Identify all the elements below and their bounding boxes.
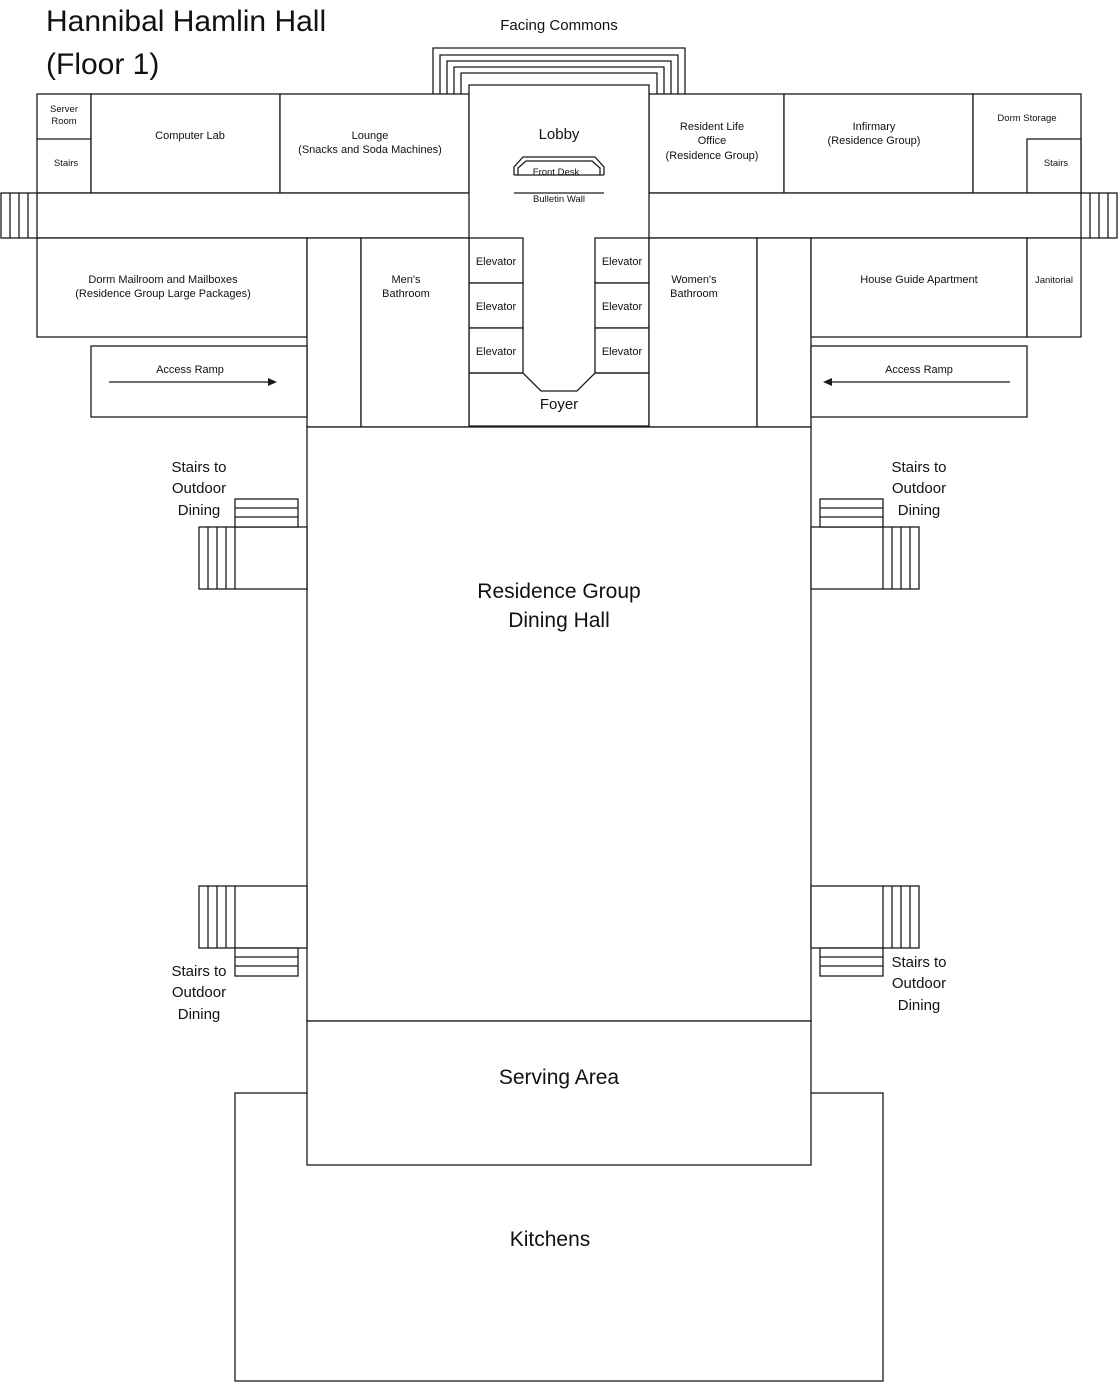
outdoor-stairs-top-left-label-2: Outdoor <box>172 480 226 497</box>
outdoor-stairs-bottom-right-label-3: Dining <box>898 997 941 1014</box>
corridor-stairs-left <box>9 193 38 238</box>
kitchens-label: Kitchens <box>510 1228 591 1251</box>
stairs-right-label: Stairs <box>1044 158 1069 169</box>
womens-bathroom-label-1: Women's <box>671 274 717 286</box>
infirmary <box>783 93 974 194</box>
elevator-right-2-label: Elevator <box>602 301 643 313</box>
plan-title-line2: (Floor 1) <box>46 48 159 81</box>
access-ramp-right-label: Access Ramp <box>885 364 953 376</box>
elevator-right-1-label: Elevator <box>602 256 643 268</box>
stairs-left-label: Stairs <box>54 158 79 169</box>
lounge-label-1: Lounge <box>352 130 389 142</box>
infirmary-label-1: Infirmary <box>853 121 896 133</box>
ramp-right-arrowhead <box>823 378 832 386</box>
lounge-label-2: (Snacks and Soda Machines) <box>298 144 442 156</box>
facing-commons-label: Facing Commons <box>500 17 618 34</box>
elevator-left-1 <box>468 237 524 284</box>
mens-bathroom <box>360 237 470 428</box>
janitorial <box>1026 237 1082 338</box>
outdoor-stairs-bottom-right-label-2: Outdoor <box>892 975 946 992</box>
dining-hall-label-2: Dining Hall <box>508 609 610 632</box>
server-stairs-block <box>36 93 92 194</box>
dining-hall-label-1: Residence Group <box>477 580 640 603</box>
ramp-left-arrowhead <box>268 378 277 386</box>
womens-bathroom <box>648 237 758 428</box>
outdoor-stairs-top-right-label-3: Dining <box>898 502 941 519</box>
mailroom-label-1: Dorm Mailroom and Mailboxes <box>88 274 238 286</box>
serving-area-label: Serving Area <box>499 1066 620 1089</box>
resident-life-label-1: Resident Life <box>680 121 744 133</box>
elevator-left-2-label: Elevator <box>476 301 517 313</box>
outdoor-stairs-top-left <box>198 498 308 590</box>
computer-lab-label: Computer Lab <box>155 130 225 142</box>
foyer-label: Foyer <box>540 396 578 413</box>
stairs-right <box>1026 138 1082 194</box>
elevator-left-1-label: Elevator <box>476 256 517 268</box>
elevator-left-3 <box>468 327 524 374</box>
womens-bathroom-label-2: Bathroom <box>670 288 718 300</box>
outdoor-stairs-bottom-left <box>198 885 308 977</box>
access-ramp-left-label: Access Ramp <box>156 364 224 376</box>
corridor-right <box>756 237 812 428</box>
mens-bathroom-label-2: Bathroom <box>382 288 430 300</box>
resident-life-label-2: Office <box>698 135 727 147</box>
infirmary-label-2: (Residence Group) <box>828 135 921 147</box>
commons-steps <box>432 47 686 94</box>
dorm-storage-label: Dorm Storage <box>997 113 1056 124</box>
outdoor-stairs-bottom-left-label-1: Stairs to <box>171 963 226 980</box>
outdoor-stairs-top-right <box>810 498 920 590</box>
lobby-label: Lobby <box>539 126 580 143</box>
server-room-label-2: Room <box>51 116 76 127</box>
mens-bathroom-label-1: Men's <box>392 274 421 286</box>
mailroom <box>36 237 308 338</box>
serving-area <box>306 1020 812 1166</box>
house-guide-apartment <box>810 237 1028 338</box>
computer-lab <box>90 93 281 194</box>
server-room-label-1: Server <box>50 104 78 115</box>
outdoor-stairs-top-left-label-3: Dining <box>178 502 221 519</box>
front-desk <box>513 156 605 176</box>
outdoor-stairs-bottom-right <box>810 885 920 977</box>
corridor-stairs-right <box>1080 193 1109 238</box>
outdoor-stairs-bottom-left-label-2: Outdoor <box>172 984 226 1001</box>
outdoor-stairs-top-right-label-1: Stairs to <box>891 459 946 476</box>
outdoor-stairs-bottom-right-label-1: Stairs to <box>891 954 946 971</box>
elevator-right-3-label: Elevator <box>602 346 643 358</box>
outdoor-stairs-bottom-left-label-3: Dining <box>178 1006 221 1023</box>
janitorial-label: Janitorial <box>1035 275 1073 286</box>
foyer-boundary <box>469 372 649 392</box>
elevator-left-3-label: Elevator <box>476 346 517 358</box>
outdoor-stairs-top-right-label-2: Outdoor <box>892 480 946 497</box>
mailroom-label-2: (Residence Group Large Packages) <box>75 288 250 300</box>
house-guide-label: House Guide Apartment <box>860 274 977 286</box>
outdoor-stairs-top-left-label-1: Stairs to <box>171 459 226 476</box>
bulletin-wall-label: Bulletin Wall <box>533 194 585 205</box>
corridor-left <box>306 237 362 428</box>
resident-life-label-3: (Residence Group) <box>666 150 759 162</box>
dining-hall <box>306 426 812 1022</box>
front-desk-label: Front Desk <box>533 167 580 178</box>
plan-title-line1: Hannibal Hamlin Hall <box>46 5 326 38</box>
